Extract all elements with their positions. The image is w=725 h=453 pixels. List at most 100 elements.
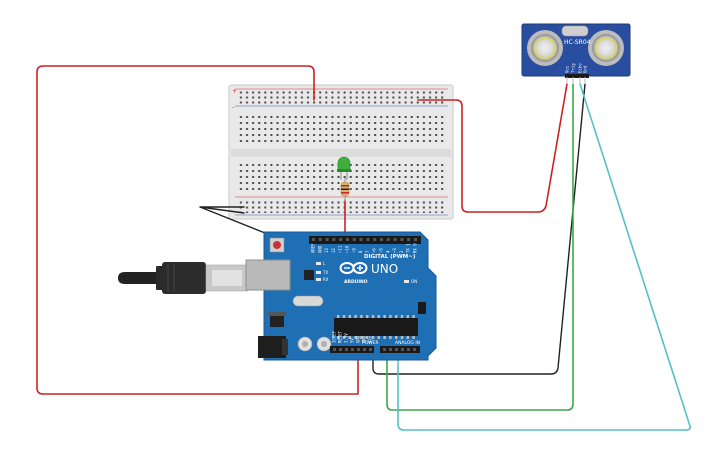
digital-pin-hole[interactable] <box>352 238 356 241</box>
digital-pin-hole[interactable] <box>414 238 417 241</box>
power-pin-label: RESET <box>338 330 343 343</box>
digital-pin-hole[interactable] <box>380 238 383 241</box>
power-pin-hole[interactable] <box>357 348 360 351</box>
arduino-logo <box>339 262 368 274</box>
reset-button-cap[interactable] <box>273 241 281 249</box>
chip-pin <box>395 336 398 339</box>
chip-pin <box>337 315 340 318</box>
usb-cable <box>118 262 249 294</box>
digital-pin-hole[interactable] <box>400 238 404 241</box>
voltage-regulator <box>270 316 284 327</box>
power-pin-hole[interactable] <box>339 348 342 351</box>
rail-minus-sign: - <box>232 104 234 111</box>
led-l <box>316 262 321 265</box>
digital-pin-hole[interactable] <box>407 238 411 241</box>
wire-ground-sensor[interactable] <box>372 83 586 375</box>
analog-pin-label: A2 <box>394 361 399 366</box>
analog-pin-hole[interactable] <box>407 348 410 351</box>
analog-pin-hole[interactable] <box>401 348 404 351</box>
sensor-pin-label: Gnd <box>583 65 588 73</box>
chip-pin <box>395 315 398 318</box>
wire-5v-loop[interactable] <box>36 65 359 395</box>
digital-header <box>309 236 421 244</box>
digital-pin-hole[interactable] <box>359 238 363 241</box>
wire-echo[interactable] <box>397 83 691 431</box>
digital-pin-label: 13 <box>324 248 329 253</box>
digital-pin-label: ~6 <box>372 248 377 253</box>
analog-pin-hole[interactable] <box>413 348 416 351</box>
power-pin-hole[interactable] <box>369 348 372 351</box>
digital-pin-hole[interactable] <box>346 238 349 241</box>
sensor-pin-label: Trig <box>571 63 576 73</box>
analog-pin-hole[interactable] <box>395 348 398 351</box>
digital-pin-hole[interactable] <box>366 238 370 241</box>
chip-pin <box>360 315 363 318</box>
led-tx <box>316 271 321 274</box>
crystal <box>292 295 324 307</box>
breadboard: + - <box>228 84 454 220</box>
digital-pin-label: TX 1 <box>406 243 411 253</box>
power-jack <box>258 336 286 358</box>
upper-terminal-strip <box>238 112 445 144</box>
chip-pin <box>377 315 380 318</box>
chip-pin <box>354 315 357 318</box>
wire-ground-bb[interactable] <box>199 206 276 238</box>
sensor-crystal <box>561 25 589 37</box>
chip-pin <box>383 336 386 339</box>
digital-pin-hole[interactable] <box>332 238 336 241</box>
chip-pin <box>406 315 409 318</box>
led[interactable] <box>337 156 351 180</box>
power-pin-hole[interactable] <box>351 348 354 351</box>
chip-pin <box>389 336 392 339</box>
led-l-label: L <box>323 261 326 266</box>
power-pin-hole[interactable] <box>345 348 348 351</box>
led-on <box>404 280 409 283</box>
chip-pin <box>348 315 351 318</box>
digital-pin-hole[interactable] <box>373 238 377 241</box>
digital-pin-hole[interactable] <box>325 238 329 241</box>
digital-pin-hole[interactable] <box>386 238 390 241</box>
analog-pin-label: A4 <box>406 361 411 366</box>
digital-pin-hole[interactable] <box>339 238 343 241</box>
arduino-label: ARDUINO <box>344 279 368 285</box>
chip-pin <box>366 315 369 318</box>
power-pin-label: 5V <box>350 338 355 343</box>
sensor-pin-label: Vcc <box>565 65 570 73</box>
led-tx-label: TX <box>322 270 328 275</box>
chip-pin <box>412 336 415 339</box>
rail-plus-sign: + <box>232 88 237 95</box>
digital-pin-hole[interactable] <box>318 238 322 241</box>
digital-pin-label: ~11 <box>338 245 343 253</box>
analog-pin-hole[interactable] <box>389 348 392 351</box>
chip-pin <box>406 336 409 339</box>
digital-pin-label: AREF <box>311 243 316 253</box>
power-label: POWER <box>362 340 379 346</box>
led-on-label: ON <box>411 279 417 284</box>
analog-pin-hole[interactable] <box>383 348 386 351</box>
resistor[interactable] <box>340 178 350 202</box>
digital-pin-hole[interactable] <box>393 238 397 241</box>
power-pin-label: Vin <box>368 335 373 343</box>
power-pin-hole[interactable] <box>363 348 366 351</box>
digital-pin-label: 4 <box>385 250 390 253</box>
chip-pin <box>371 315 375 318</box>
power-pin-hole[interactable] <box>333 348 336 351</box>
digital-pin-label: ~9 <box>351 248 356 253</box>
led-rx <box>316 278 321 281</box>
chip-pin <box>348 336 351 339</box>
digital-pin-label: 2 <box>399 250 404 253</box>
top-power-rail <box>238 90 445 104</box>
chip-pin <box>412 315 415 318</box>
usb-chip <box>304 270 314 280</box>
wire-trig[interactable] <box>386 83 574 411</box>
digital-pin-label: 12 <box>331 248 336 253</box>
digital-label: DIGITAL (PWM~) <box>364 254 416 260</box>
power-pin-label: IOREF <box>332 330 337 343</box>
digital-pin-hole[interactable] <box>312 238 315 241</box>
wire-vcc[interactable] <box>417 83 568 213</box>
chip-pin <box>371 336 375 339</box>
digital-pin-label: ~3 <box>392 248 397 253</box>
